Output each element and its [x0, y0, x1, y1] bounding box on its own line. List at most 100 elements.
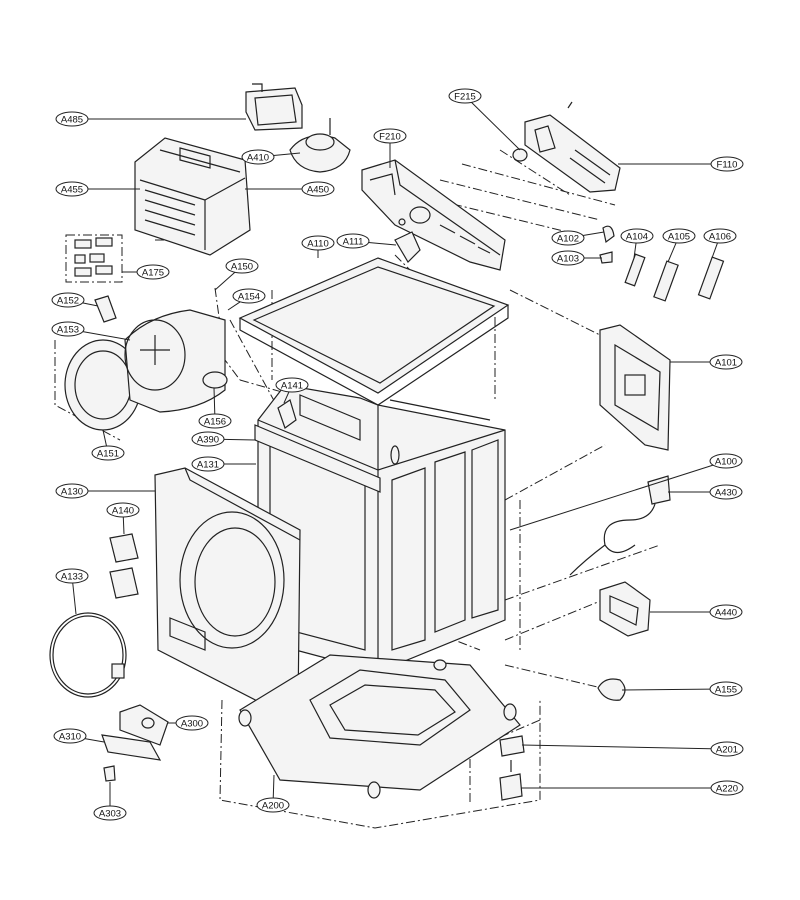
callout-oval	[710, 780, 744, 796]
leader-a153	[82, 331, 131, 341]
callout-text: A133	[61, 572, 83, 583]
callout-text: A310	[59, 732, 81, 743]
callout-oval	[620, 228, 654, 244]
callout-a106: A106	[703, 228, 737, 244]
callout-text: A390	[197, 435, 219, 446]
callout-oval	[373, 128, 407, 144]
callout-oval	[551, 250, 585, 266]
callout-a201: A201	[710, 741, 744, 757]
callout-text: A110	[307, 239, 328, 250]
part-a430	[569, 475, 671, 576]
leader-a150	[214, 271, 236, 291]
leader-a106	[711, 242, 718, 259]
leader-a156	[213, 387, 216, 415]
callout-oval	[136, 264, 170, 280]
part-a104	[624, 253, 646, 287]
callout-oval	[198, 413, 232, 429]
callout-f110: F110	[710, 156, 744, 172]
part-a130	[154, 467, 301, 711]
callout-text: A175	[142, 268, 164, 279]
callout-text: A100	[715, 457, 737, 468]
leader-a111	[368, 241, 397, 246]
callout-a103: A103	[551, 250, 585, 266]
part-a133	[49, 612, 127, 698]
callout-text: A455	[61, 185, 83, 196]
callout-oval	[709, 681, 743, 697]
callout-oval	[241, 149, 275, 165]
part-a141	[277, 399, 297, 429]
leader-a154	[227, 301, 241, 311]
callout-a141: A141	[275, 377, 309, 393]
callout-oval	[448, 88, 482, 104]
callout-a100: A100	[709, 453, 743, 469]
callout-text: A430	[715, 488, 737, 499]
callout-text: A130	[61, 487, 83, 498]
leader-a133	[72, 582, 77, 615]
callout-a485: A485	[55, 111, 89, 127]
callout-text: A111	[343, 237, 364, 248]
callout-oval	[710, 156, 744, 172]
part-f110	[512, 101, 621, 193]
callout-text: A303	[99, 809, 121, 820]
part-a220	[499, 760, 523, 801]
callout-text: A152	[57, 296, 79, 307]
part-a440	[599, 581, 651, 637]
callout-oval	[703, 228, 737, 244]
callout-a150: A150	[225, 258, 259, 274]
callout-oval	[301, 181, 335, 197]
parts	[49, 83, 725, 801]
leader-a151	[102, 429, 107, 447]
callout-text: A140	[112, 506, 134, 517]
leader-a141	[283, 391, 290, 404]
part-a390	[254, 424, 381, 493]
part-a101	[599, 324, 671, 451]
part-a485	[245, 83, 303, 131]
callout-oval	[709, 354, 743, 370]
leader-a310	[84, 738, 105, 743]
callout-a440: A440	[709, 604, 743, 620]
callout-oval	[225, 258, 259, 274]
callout-a153: A153	[51, 321, 85, 337]
callout-oval	[710, 741, 744, 757]
part-a410	[289, 118, 351, 173]
part-f210	[361, 159, 506, 271]
callout-text: A151	[97, 449, 119, 460]
leader-a152	[82, 302, 99, 307]
callout-oval	[55, 483, 89, 499]
leader-f215	[471, 102, 521, 151]
callout-oval	[175, 715, 209, 731]
callout-text: A155	[715, 685, 737, 696]
callout-text: A485	[61, 115, 83, 126]
callout-oval	[336, 233, 370, 249]
callout-text: A102	[557, 234, 579, 245]
part-a200	[238, 654, 521, 799]
leader-a104	[633, 242, 637, 259]
callout-a131: A131	[191, 456, 225, 472]
callout-a300: A300	[175, 715, 209, 731]
part-a300-a310	[101, 704, 169, 761]
part-a105	[653, 260, 679, 302]
part-a111	[394, 231, 421, 263]
callout-text: A104	[626, 232, 648, 243]
part-a450-a455	[134, 137, 251, 256]
leader-a200	[272, 774, 275, 799]
part-a155	[597, 678, 626, 701]
callout-oval	[551, 230, 585, 246]
leader-a140	[122, 516, 125, 535]
part-a140	[109, 533, 139, 599]
callout-oval	[93, 805, 127, 821]
callout-text: A440	[715, 608, 737, 619]
part-a303	[103, 765, 116, 782]
callout-a390: A390	[191, 431, 225, 447]
callout-text: A153	[57, 325, 79, 336]
callout-a130: A130	[55, 483, 89, 499]
callout-oval	[51, 292, 85, 308]
callout-a200: A200	[256, 797, 290, 813]
callout-oval	[53, 728, 87, 744]
callout-text: A156	[204, 417, 226, 428]
callout-a154: A154	[232, 288, 266, 304]
callout-a303: A303	[93, 805, 127, 821]
part-a175	[74, 237, 113, 277]
callout-text: A410	[247, 153, 269, 164]
callout-a104: A104	[620, 228, 654, 244]
